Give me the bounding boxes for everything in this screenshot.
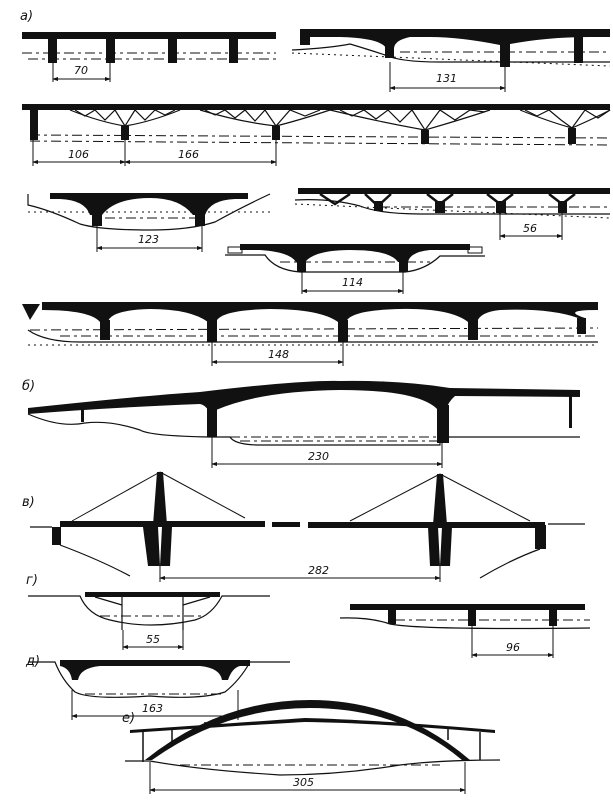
bridge-d-frame [28, 660, 290, 720]
bridge-v-cable-stayed [30, 471, 585, 582]
span-label-106: 106 [68, 148, 89, 161]
bridge-g-right-beam [339, 604, 591, 658]
span-label-230: 230 [308, 450, 329, 463]
section-label-g: г) [26, 573, 38, 588]
span-label-166: 166 [178, 148, 199, 161]
bridge-a2-cantilever [291, 29, 611, 92]
bridge-a3-truss [22, 104, 611, 166]
bridge-a5-strutted-beam [294, 188, 611, 240]
section-label-a: а) [20, 9, 33, 24]
span-label-123: 123 [138, 233, 159, 246]
bridge-e-arch [125, 700, 501, 794]
span-label-148: 148 [268, 348, 289, 361]
bridge-a4-strut-frame [27, 193, 271, 252]
span-label-131: 131 [436, 72, 457, 85]
bridge-a6-cantilever [225, 244, 485, 294]
span-label-305: 305 [293, 776, 314, 789]
span-label-114: 114 [342, 276, 363, 289]
bridge-g-strut-frame [28, 592, 270, 650]
span-label-96: 96 [506, 641, 520, 654]
section-label-e: е) [122, 711, 135, 726]
bridge-a7-cantilever-multi [22, 302, 599, 366]
span-label-282: 282 [308, 564, 329, 577]
section-label-v: в) [22, 495, 35, 510]
span-label-55: 55 [146, 633, 160, 646]
span-label-70: 70 [74, 64, 88, 77]
span-label-56: 56 [523, 222, 537, 235]
span-label-163: 163 [142, 702, 163, 715]
bridge-a1-beam [22, 32, 276, 82]
bridge-b-frame [27, 380, 580, 468]
section-label-b: б) [22, 379, 35, 394]
